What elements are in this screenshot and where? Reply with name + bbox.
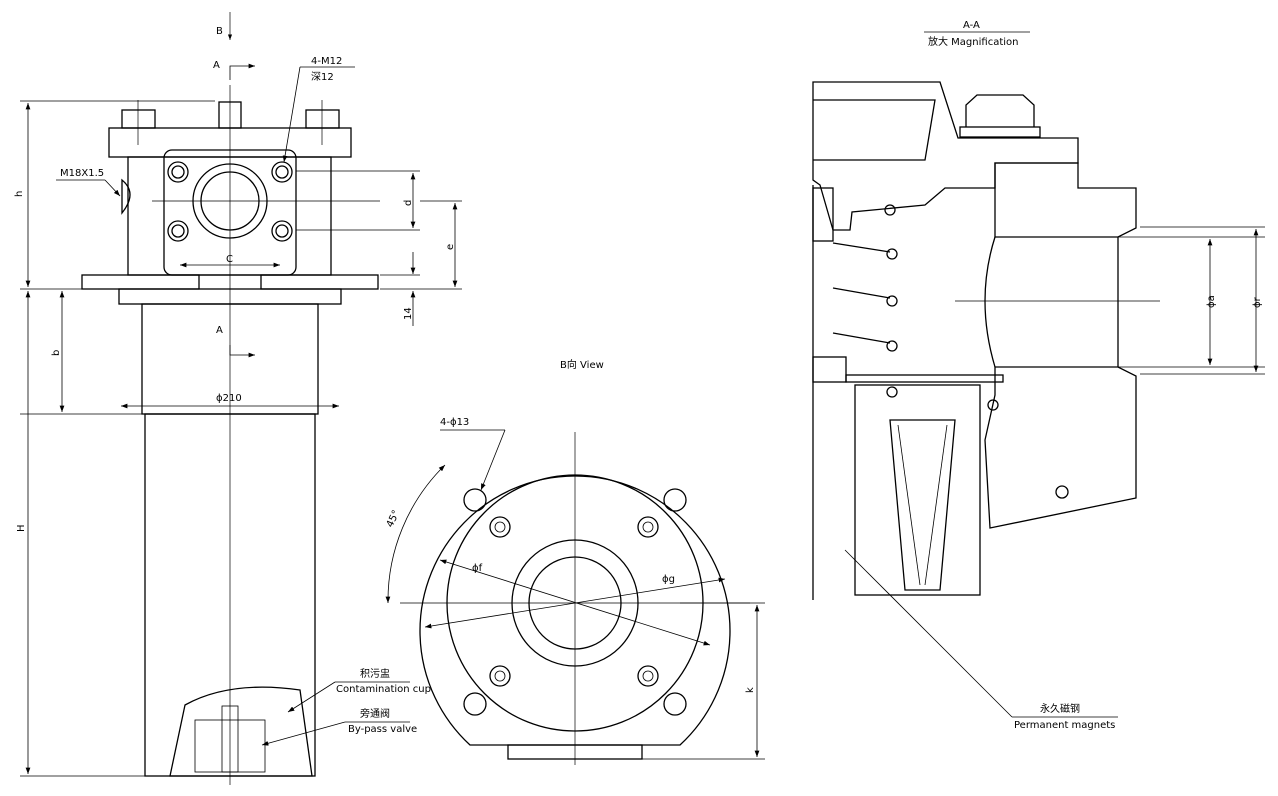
dim-e: e (445, 244, 456, 250)
mount-foot (507, 744, 643, 760)
b-view-title: B向 View (560, 358, 604, 371)
dim-f: ϕf (472, 563, 483, 574)
nut-right (305, 109, 340, 129)
depth-label: 深12 (311, 71, 334, 83)
o-ring-lower (1055, 485, 1069, 499)
flange-outline (419, 475, 731, 746)
dim-b: b (51, 350, 62, 356)
dim-d: d (403, 200, 414, 206)
section-subtitle: 放大 Magnification (928, 35, 1018, 48)
spring-coils (832, 204, 898, 398)
hex-nut (965, 94, 1035, 127)
dim-r: ϕr (1252, 296, 1263, 308)
dim-h: h (14, 191, 25, 197)
section-marker-bottom: A (216, 325, 223, 336)
bypass-valve-en: By-pass valve (348, 724, 417, 735)
outlet-bore-curve (984, 236, 996, 368)
dim-k: k (745, 687, 756, 693)
port-flange (163, 149, 297, 276)
bowl-cutaway (169, 686, 313, 777)
head-casting (812, 81, 1079, 231)
port-plug-m18 (121, 178, 131, 215)
contamination-cup-cn: 积污盅 (360, 668, 390, 680)
dim-c: C (226, 254, 233, 265)
bolt-holes (167, 161, 293, 242)
magnets-cn: 永久磁钢 (1040, 702, 1080, 715)
front-view: B A 4-M12 (14, 12, 462, 785)
contamination-cup-en: Contamination cup (336, 684, 431, 695)
holes-label: 4-ϕ13 (440, 417, 469, 428)
outlet-upper (994, 162, 1137, 238)
mount-holes (463, 488, 687, 716)
nut-left (121, 109, 156, 129)
magnets-en: Permanent magnets (1014, 720, 1115, 731)
view-marker-b: B (216, 26, 223, 37)
section-arrow-top (229, 63, 255, 80)
mount-plate-right (260, 274, 379, 290)
thread-label: 4-M12 (311, 56, 342, 67)
dim-a: ϕa (1206, 295, 1217, 308)
dim-H: H (16, 524, 27, 532)
spring-guide (812, 187, 834, 242)
magnet-housing (854, 384, 981, 596)
section-view: A-A 放大 Magnification ϕa ϕr (812, 20, 1265, 731)
dim-g: ϕg (662, 574, 675, 585)
outlet-lower (984, 366, 1137, 529)
mount-plate-left (81, 274, 200, 290)
angle-label: 45° (385, 509, 402, 530)
permanent-magnet (889, 419, 956, 591)
dim-diameter-210: ϕ210 (216, 393, 242, 404)
section-arrow-bottom (229, 345, 255, 358)
b-view: B向 View 4-ϕ13 45° ϕf ϕg k (385, 358, 765, 765)
o-ring (987, 399, 999, 411)
section-marker-top: A (213, 60, 220, 71)
port-thread-label: M18X1.5 (60, 168, 104, 179)
dim-14: 14 (403, 307, 414, 320)
washer (959, 126, 1041, 138)
bypass-valve-cn: 旁通阀 (360, 707, 390, 720)
top-stud (218, 101, 242, 129)
section-title: A-A (963, 20, 980, 31)
magnet-studs (489, 516, 659, 687)
